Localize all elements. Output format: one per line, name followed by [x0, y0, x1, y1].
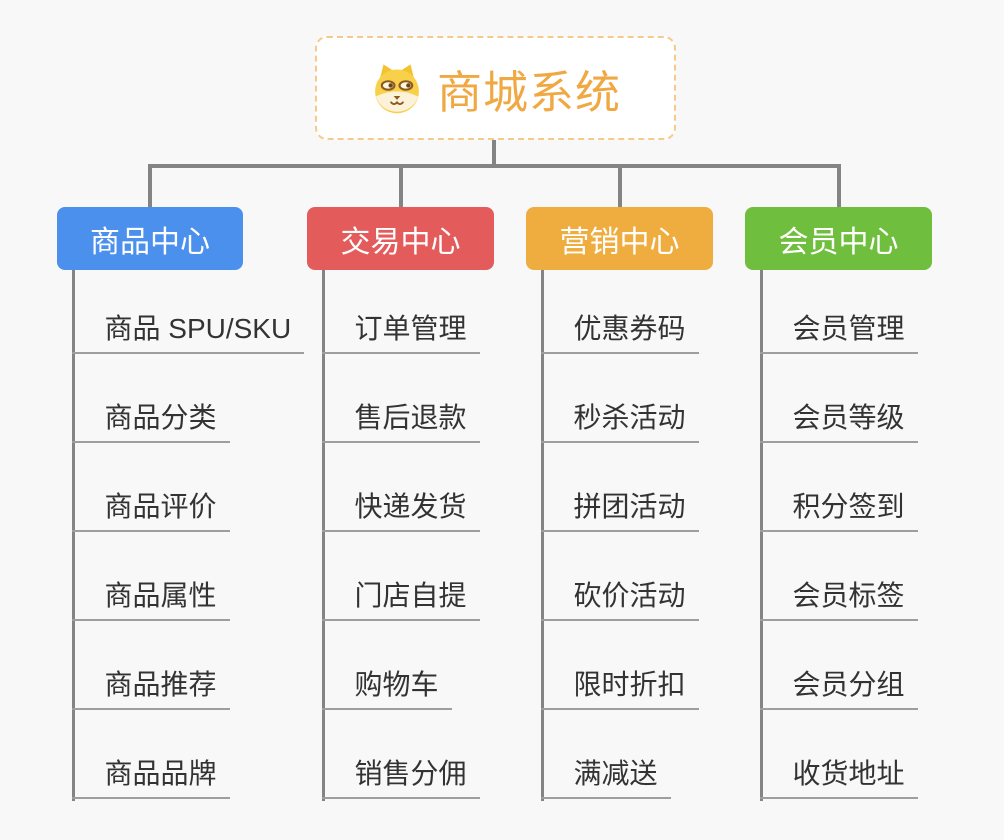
child-node-product-center-3[interactable]: 商品评价: [71, 484, 230, 532]
root-node[interactable]: 商城系统: [315, 36, 676, 140]
child-node-trade-center-5[interactable]: 购物车: [321, 662, 452, 710]
child-node-trade-center-2[interactable]: 售后退款: [321, 395, 480, 443]
child-node-marketing-center-3[interactable]: 拼团活动: [540, 484, 699, 532]
child-node-member-center-2[interactable]: 会员等级: [759, 395, 918, 443]
branch-drop-line-product-center: [148, 164, 152, 207]
child-node-product-center-2[interactable]: 商品分类: [71, 395, 230, 443]
branch-header-trade-center[interactable]: 交易中心: [307, 207, 494, 270]
branch-header-member-center[interactable]: 会员中心: [745, 207, 932, 270]
root-connector-line: [491, 140, 496, 166]
branch-spine-line-trade-center: [321, 268, 325, 801]
branch-drop-line-member-center: [836, 164, 841, 207]
child-node-product-center-6[interactable]: 商品品牌: [71, 751, 230, 799]
child-node-trade-center-6[interactable]: 销售分佣: [321, 751, 480, 799]
child-node-marketing-center-5[interactable]: 限时折扣: [540, 662, 699, 710]
branch-drop-line-marketing-center: [617, 164, 622, 207]
child-node-marketing-center-4[interactable]: 砍价活动: [540, 573, 699, 621]
child-node-member-center-1[interactable]: 会员管理: [759, 306, 918, 354]
child-node-member-center-3[interactable]: 积分签到: [759, 484, 918, 532]
child-node-member-center-4[interactable]: 会员标签: [759, 573, 918, 621]
branch-drop-line-trade-center: [398, 164, 403, 207]
child-node-trade-center-3[interactable]: 快递发货: [321, 484, 480, 532]
child-node-product-center-5[interactable]: 商品推荐: [71, 662, 230, 710]
branch-header-marketing-center[interactable]: 营销中心: [526, 207, 713, 270]
child-node-marketing-center-6[interactable]: 满减送: [540, 751, 671, 799]
child-node-trade-center-4[interactable]: 门店自提: [321, 573, 480, 621]
child-node-marketing-center-1[interactable]: 优惠券码: [540, 306, 699, 354]
child-node-member-center-5[interactable]: 会员分组: [759, 662, 918, 710]
child-node-marketing-center-2[interactable]: 秒杀活动: [540, 395, 699, 443]
branch-spine-line-marketing-center: [540, 268, 544, 801]
branch-header-product-center[interactable]: 商品中心: [57, 207, 243, 270]
child-node-trade-center-1[interactable]: 订单管理: [321, 306, 480, 354]
child-node-member-center-6[interactable]: 收货地址: [759, 751, 918, 799]
dog-face-icon: [375, 64, 419, 114]
root-title: 商城系统: [436, 66, 621, 118]
child-node-product-center-1[interactable]: 商品 SPU/SKU: [71, 306, 305, 354]
child-node-product-center-4[interactable]: 商品属性: [71, 573, 230, 621]
tree-horizontal-line: [148, 164, 841, 168]
branch-spine-line-product-center: [71, 268, 75, 801]
branch-spine-line-member-center: [759, 268, 763, 801]
